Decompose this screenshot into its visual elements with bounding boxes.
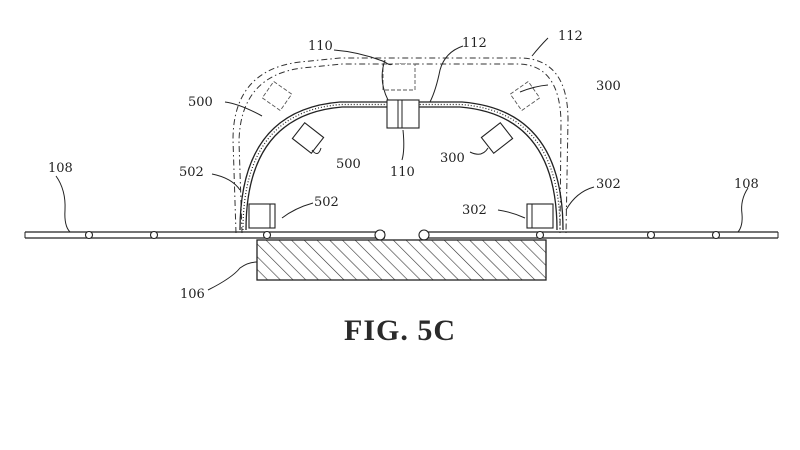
label-110-top: 110 (308, 39, 333, 54)
sensor-block-300 (480, 121, 514, 155)
outer-dashed-dome-inner-line (238, 63, 562, 234)
ghost-block-110 (382, 63, 416, 91)
label-502-mid: 502 (314, 195, 339, 210)
label-112-mid: 112 (462, 36, 487, 51)
figure-caption: FIG. 5C (344, 314, 456, 347)
joint-dot (418, 229, 430, 241)
label-500-top: 500 (188, 95, 213, 110)
label-302-right: 302 (596, 177, 621, 192)
joint-dot (646, 230, 656, 240)
sensor-block-502 (248, 203, 276, 229)
joint-dot (374, 229, 386, 241)
sensor-block-110 (386, 99, 420, 129)
hatched-block-106 (256, 239, 547, 281)
sensor-block-500 (291, 121, 325, 155)
joint-dot (84, 230, 94, 240)
joint-dot (262, 230, 272, 240)
label-108-left: 108 (48, 161, 73, 176)
leader-lines (55, 37, 749, 291)
label-106: 106 (180, 287, 205, 302)
label-500-mid: 500 (336, 157, 361, 172)
joint-dot (149, 230, 159, 240)
label-302-mid: 302 (462, 203, 487, 218)
base-rail-right (420, 231, 779, 239)
base-rail-left (24, 231, 385, 239)
label-108-right: 108 (734, 177, 759, 192)
label-110-mid: 110 (390, 165, 415, 180)
joint-dot (711, 230, 721, 240)
label-300-mid: 300 (440, 151, 465, 166)
label-112-right: 112 (558, 29, 583, 44)
ghost-block-500 (261, 80, 293, 112)
outer-dashed-dome (232, 57, 569, 234)
label-300-top: 300 (596, 79, 621, 94)
label-502-left: 502 (179, 165, 204, 180)
joint-dot (535, 230, 545, 240)
sensor-block-302 (526, 203, 554, 229)
ghost-block-300 (509, 80, 541, 112)
